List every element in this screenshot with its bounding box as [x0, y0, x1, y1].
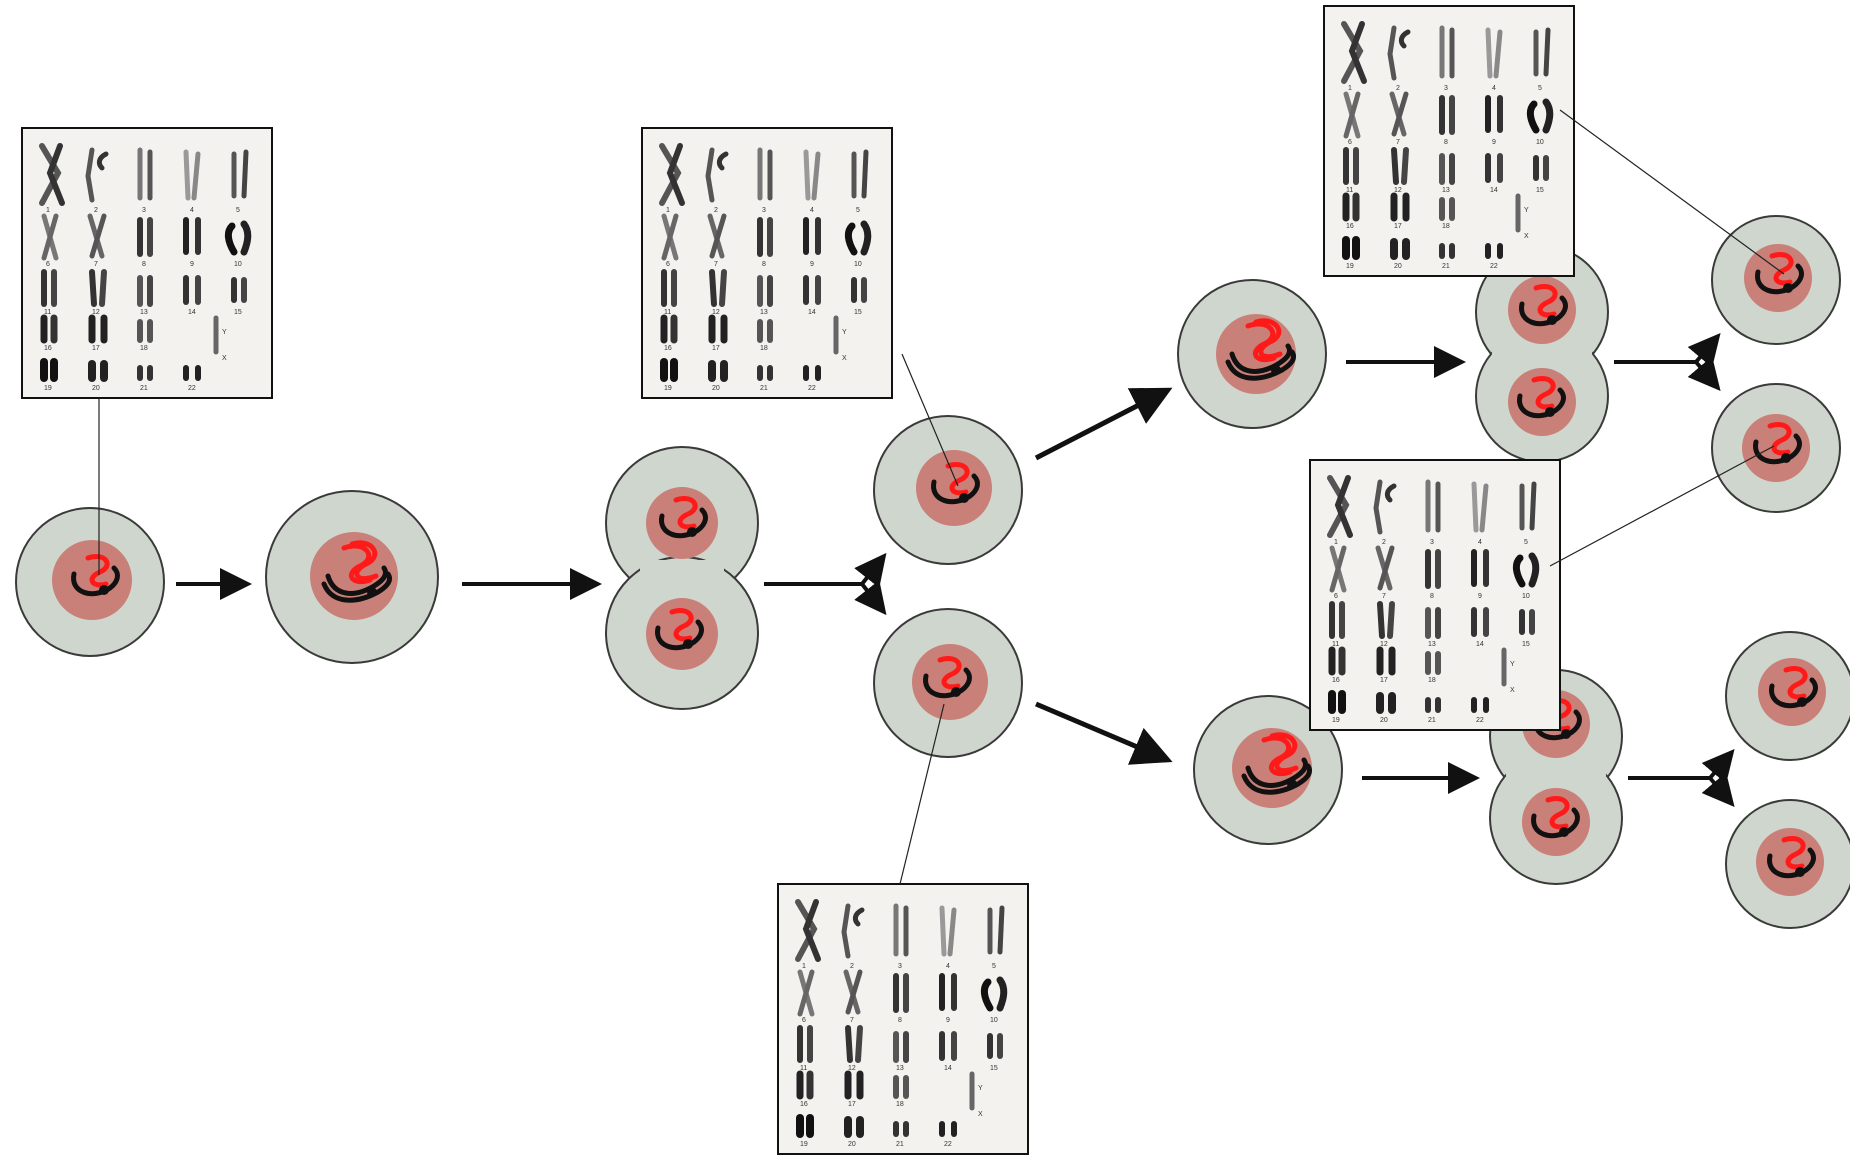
karyotype-4 — [1324, 6, 1785, 276]
karyotype-icon — [22, 128, 272, 398]
fork-arrow-icon — [764, 552, 887, 616]
cell-final-2 — [1711, 383, 1841, 513]
cell-g1 — [15, 507, 165, 657]
cell-dividing — [605, 446, 759, 710]
arrow-icon — [1035, 701, 1173, 765]
karyotype-icon — [778, 884, 1028, 1154]
cell-daughter-top — [873, 415, 1023, 565]
karyotype-icon — [1310, 460, 1560, 730]
karyotype-icon — [642, 128, 892, 398]
karyotype-icon — [1324, 6, 1574, 276]
cell-dividing-top — [1475, 245, 1609, 463]
karyotype-2 — [642, 128, 959, 487]
fork-arrow-icon — [1628, 748, 1735, 808]
arrow-icon — [1034, 387, 1173, 461]
cell-final-1 — [1711, 215, 1841, 345]
karyotype-5 — [1310, 445, 1775, 730]
cell-daughter-bottom — [873, 608, 1023, 758]
fork-arrow-icon — [1614, 332, 1721, 392]
karyotype-1 — [22, 128, 272, 575]
cell-dividing-bottom — [1489, 669, 1623, 885]
cell-second-bottom — [1193, 695, 1343, 845]
cell-second-top — [1177, 279, 1327, 429]
cell-final-4 — [1725, 799, 1850, 929]
karyotype-3 — [778, 703, 1028, 1154]
cell-final-3 — [1725, 631, 1850, 761]
cell-replicated — [265, 490, 439, 664]
